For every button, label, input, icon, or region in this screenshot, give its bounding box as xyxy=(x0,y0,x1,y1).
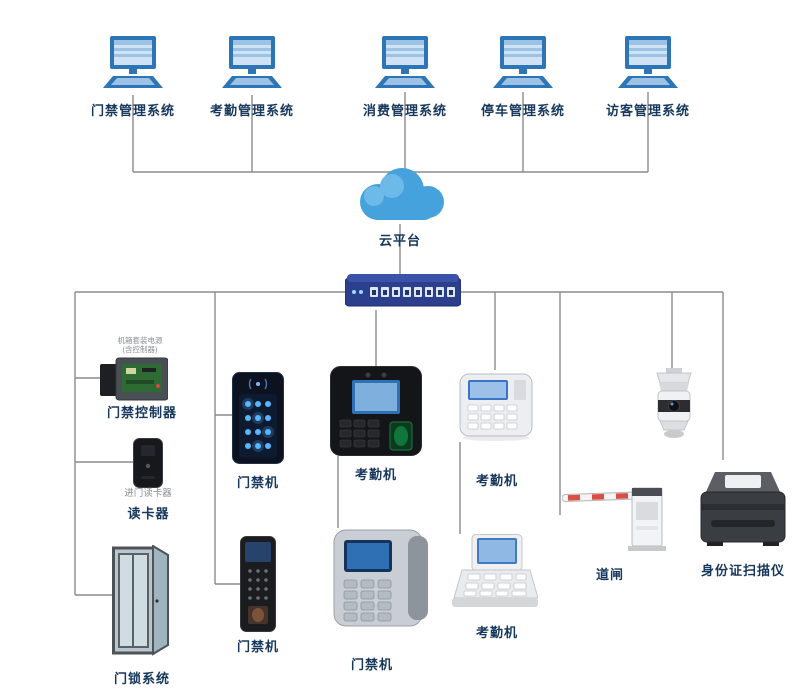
label-access-controller: 门禁控制器 xyxy=(106,405,177,420)
reader-note: 进门读卡器 xyxy=(124,488,172,499)
label-pos-attendance: 考勤机 xyxy=(475,625,518,640)
label-parking-system: 停车管理系统 xyxy=(480,103,565,118)
computer-icon-attendance xyxy=(220,36,284,92)
access-controller-device xyxy=(100,357,168,401)
face-attendance-device xyxy=(330,366,422,456)
label-face-attendance: 考勤机 xyxy=(354,467,397,482)
label-access-system: 门禁管理系统 xyxy=(90,103,175,118)
card-reader-device xyxy=(133,438,163,488)
label-id-scanner: 身份证扫描仪 xyxy=(700,563,785,578)
silver-access-device xyxy=(333,529,428,627)
computer-icon-visitor xyxy=(616,36,680,92)
label-door-lock-system: 门锁系统 xyxy=(113,671,170,686)
label-keypad-access: 门禁机 xyxy=(236,475,279,490)
computer-icon-access xyxy=(101,36,165,92)
label-attendance-system: 考勤管理系统 xyxy=(209,103,294,118)
label-barrier-gate: 道闸 xyxy=(595,567,624,582)
door-lock-device xyxy=(112,545,169,656)
pos-attendance-device xyxy=(452,534,538,607)
computer-icon-parking xyxy=(491,36,555,92)
controller-note-line2: (含控制器) xyxy=(122,345,158,355)
label-consumption-system: 消费管理系统 xyxy=(362,103,447,118)
barrier-gate-device xyxy=(562,487,666,551)
computer-icon-consumption xyxy=(373,36,437,92)
label-visitor-system: 访客管理系统 xyxy=(605,103,690,118)
white-attendance-device xyxy=(459,373,533,441)
label-silver-access: 门禁机 xyxy=(350,657,393,672)
network-switch xyxy=(345,274,461,307)
id-scanner-device xyxy=(700,472,786,546)
keypad-access-device xyxy=(232,372,284,464)
dome-camera-device xyxy=(656,368,692,438)
fingerprint-access-device xyxy=(240,536,276,632)
controller-note: 机箱套装电源 (含控制器) xyxy=(104,336,176,355)
label-white-attendance: 考勤机 xyxy=(475,473,518,488)
label-card-reader: 读卡器 xyxy=(127,506,170,521)
label-cloud-platform: 云平台 xyxy=(378,233,421,248)
cloud-icon xyxy=(360,168,444,220)
controller-note-line1: 机箱套装电源 xyxy=(117,336,163,345)
label-fingerprint-access: 门禁机 xyxy=(236,639,279,654)
